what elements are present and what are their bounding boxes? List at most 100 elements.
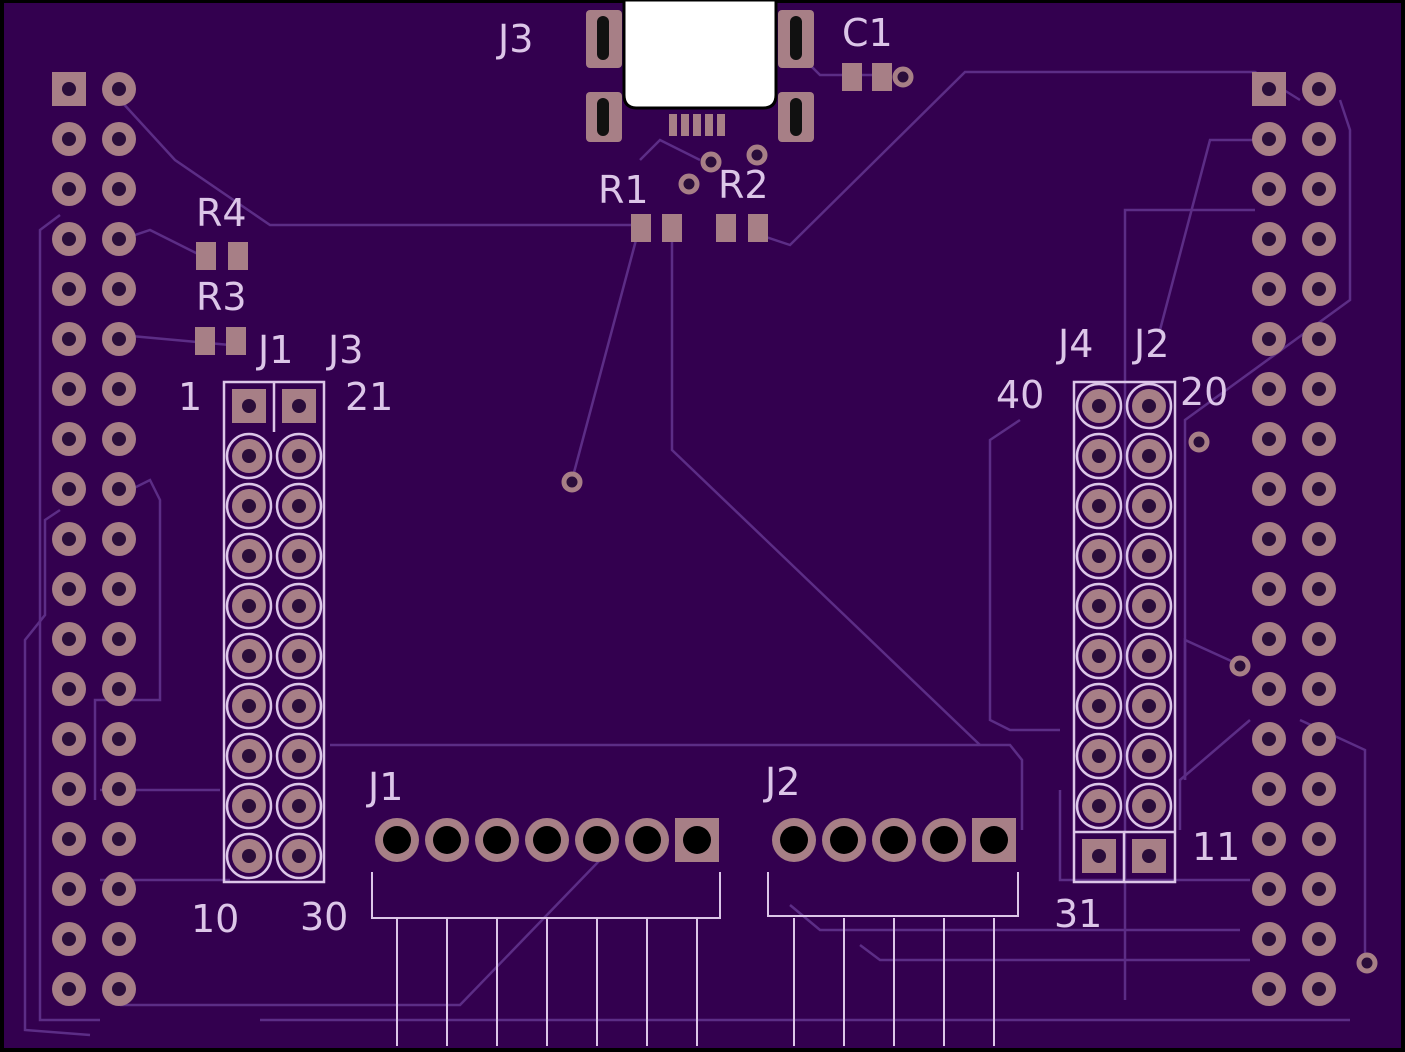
drill-hole: [1262, 882, 1276, 896]
drill-hole: [583, 826, 611, 854]
smd-pad: [228, 242, 248, 270]
drill-hole: [1092, 849, 1106, 863]
label-j1: J1: [256, 328, 293, 372]
drill-hole: [292, 849, 306, 863]
drill-hole: [242, 449, 256, 463]
pin-outline: [225, 632, 273, 680]
trace: [988, 418, 1060, 732]
trace: [570, 224, 642, 481]
via: [678, 173, 700, 195]
label-r3: R3: [196, 275, 247, 319]
drill-hole: [1262, 232, 1276, 246]
drill-hole: [292, 499, 306, 513]
pin-outline: [1125, 382, 1173, 430]
smd-pad: [195, 327, 215, 355]
trace: [1183, 99, 1352, 780]
drill-hole: [1142, 749, 1156, 763]
drill-hole: [1312, 782, 1326, 796]
drill-hole: [242, 649, 256, 663]
drill-hole: [112, 132, 126, 146]
trace: [23, 508, 91, 1037]
via: [892, 66, 914, 88]
trace: [1058, 790, 1250, 882]
usb-slot: [790, 16, 802, 60]
via: [561, 471, 583, 493]
pin-outline: [275, 532, 323, 580]
label-j4: J4: [1056, 322, 1093, 366]
drill-hole: [112, 882, 126, 896]
smd-pad: [226, 327, 246, 355]
label-c1: C1: [842, 11, 893, 55]
pin-outline: [275, 782, 323, 830]
drill-hole: [62, 982, 76, 996]
pin-outline: [225, 782, 273, 830]
header-silkscreen-body: [767, 872, 1019, 917]
drill-hole: [112, 832, 126, 846]
pin-outline: [1075, 582, 1123, 630]
pin-outline: [1125, 632, 1173, 680]
drill-hole: [112, 982, 126, 996]
drill-hole: [242, 549, 256, 563]
trace: [789, 904, 1240, 932]
trace: [1123, 208, 1255, 1000]
header-j4-j2: J4 J2 40 20 31 11: [996, 322, 1240, 936]
drill-hole: [1092, 549, 1106, 563]
drill-hole: [112, 182, 126, 196]
drill-hole: [1312, 632, 1326, 646]
pin-outline: [225, 532, 273, 580]
trace: [330, 743, 1024, 830]
label-r2: R2: [718, 163, 769, 207]
via: [1188, 431, 1210, 453]
vias: [561, 66, 1378, 974]
drill-hole: [112, 382, 126, 396]
pin-outline: [1125, 732, 1173, 780]
usb-shell-cutout: [622, 0, 778, 110]
drill-hole: [62, 932, 76, 946]
pin-outline: [1075, 782, 1123, 830]
drill-hole: [242, 399, 256, 413]
pin-outline: [1075, 382, 1123, 430]
drill-hole: [1312, 332, 1326, 346]
drill-hole: [292, 649, 306, 663]
drill-hole: [1142, 649, 1156, 663]
drill-hole: [62, 332, 76, 346]
smd-pad: [631, 214, 651, 242]
pin-outline: [225, 732, 273, 780]
drill-hole: [1092, 499, 1106, 513]
drill-hole: [292, 449, 306, 463]
drill-hole: [830, 826, 858, 854]
drill-hole: [242, 849, 256, 863]
drill-hole: [1312, 432, 1326, 446]
drill-hole: [1142, 499, 1156, 513]
drill-hole: [1262, 382, 1276, 396]
via: [1356, 952, 1378, 974]
drill-hole: [1262, 432, 1276, 446]
drill-hole: [112, 682, 126, 696]
drill-hole: [483, 826, 511, 854]
pin-number-21: 21: [345, 375, 393, 419]
pin-number-1: 1: [178, 375, 202, 419]
drill-hole: [633, 826, 661, 854]
pin-outline: [1075, 432, 1123, 480]
drill-hole: [112, 732, 126, 746]
drill-hole: [1312, 82, 1326, 96]
pin-outline: [1075, 682, 1123, 730]
drill-hole: [1142, 449, 1156, 463]
label-r4: R4: [196, 191, 247, 235]
pin-outline: [1075, 482, 1123, 530]
drill-hole: [1142, 699, 1156, 713]
drill-hole: [383, 826, 411, 854]
drill-hole: [1092, 799, 1106, 813]
drill-hole: [1312, 132, 1326, 146]
drill-hole: [533, 826, 561, 854]
via: [1229, 655, 1251, 677]
drill-hole: [1312, 932, 1326, 946]
drill-hole: [292, 599, 306, 613]
edge-header-left: [52, 72, 136, 1006]
smd-pad: [662, 214, 682, 242]
trace: [119, 99, 640, 227]
pin-outline: [225, 582, 273, 630]
drill-hole: [112, 932, 126, 946]
drill-hole: [62, 232, 76, 246]
drill-hole: [1312, 382, 1326, 396]
